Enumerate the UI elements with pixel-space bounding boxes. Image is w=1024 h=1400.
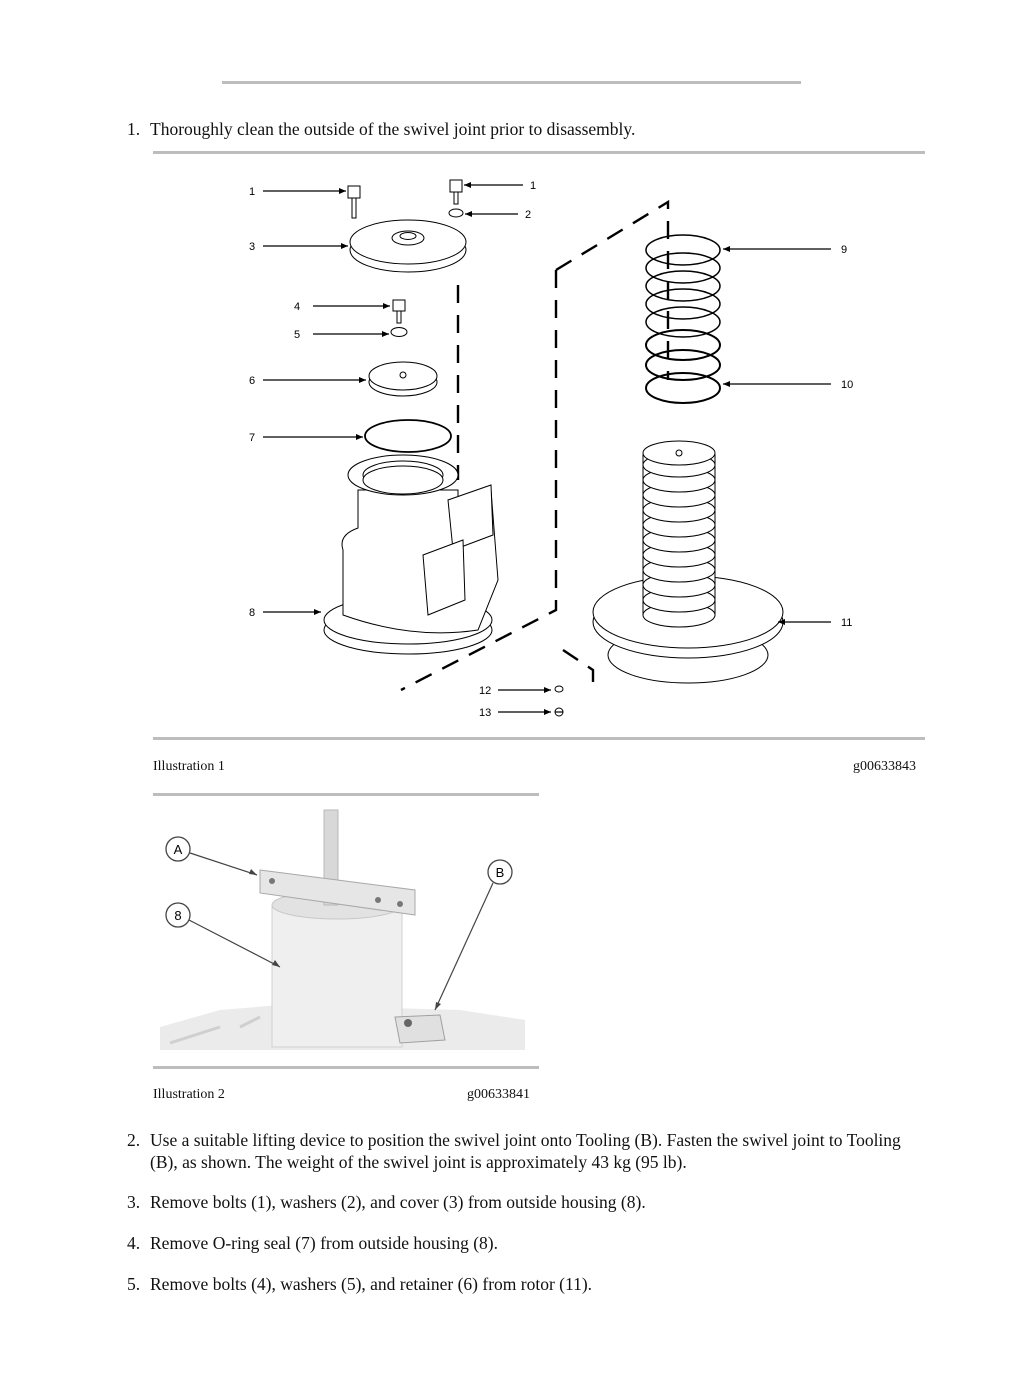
step-text: Remove bolts (4), washers (5), and retai… [150,1274,593,1294]
callout-arrowhead [272,960,280,967]
callout-label: A [174,842,183,857]
bolt-part [392,299,406,324]
tooling-bolt [375,897,381,903]
callout-label: 8 [174,908,181,923]
callout-arrowhead [249,869,257,875]
step-number: 1. [127,119,141,139]
callout-circle [487,859,513,885]
callout-label: 8 [249,607,255,619]
step-number: 3. [127,1192,141,1212]
callout-arrowhead [435,1002,441,1010]
assembly-dash-line [400,270,558,692]
illustration-2-caption: Illustration 2 [153,1087,225,1102]
callout-label: 12 [479,685,491,697]
step-number: 4. [127,1233,141,1253]
illustration-2-id: g00633841 [467,1087,530,1102]
illustration-1-top-rule [153,151,925,154]
tooling-fixture [394,1014,446,1044]
tooling-bolt [269,878,275,884]
bolt-part [449,179,463,205]
callout-label: 4 [294,301,300,313]
plug-part [554,685,564,693]
illustration-1-exploded-view: 1 1 2 3 9 4 5 6 10 7 8 11 12 13 [249,179,853,719]
tooling-bar [259,869,416,916]
callout-label: 7 [249,432,255,444]
callout-label: 3 [249,241,255,253]
fitting-part [554,707,564,717]
tooling-bolt [397,901,403,907]
floor-shadow [169,1025,221,1045]
callout-label: 6 [249,375,255,387]
step-text: Remove O-ring seal (7) from outside hous… [150,1233,498,1253]
callout-leaders [263,182,831,715]
step-text: Remove bolts (1), washers (2), and cover… [150,1192,646,1212]
fixture-bolt [404,1019,412,1027]
callout-circle [165,836,191,862]
callout-circle [165,902,191,928]
o-ring-part [364,419,452,453]
top-divider [222,81,801,84]
callout-label: 10 [841,379,853,391]
cover-part [349,219,467,273]
callout-leader [189,852,258,876]
step-number: 2. [127,1130,141,1150]
callout-label: 1 [249,186,255,198]
washer-part [390,327,408,337]
callout-label: 13 [479,707,491,719]
callout-label: 9 [841,244,847,256]
callout-label: B [496,865,505,880]
bolt-part [347,185,361,219]
step-text: Use a suitable lifting device to positio… [150,1130,901,1172]
washer-part [448,208,464,218]
retainer-part [368,361,438,397]
illustration-1-caption: Illustration 1 [153,759,225,774]
step-number: 5. [127,1274,141,1294]
callout-leader [188,919,281,968]
illustration-2-top-rule [153,793,539,796]
swivel-housing [271,904,403,1048]
illustration-1-bottom-rule [153,737,925,740]
step-text: Thoroughly clean the outside of the swiv… [150,119,636,139]
floor-shadow [239,1015,261,1029]
illustration-1-id: g00633843 [853,759,916,774]
callout-label: 2 [525,209,531,221]
assembly-dash-line [562,649,595,690]
callout-label: 5 [294,329,300,341]
callout-leader [434,882,494,1011]
illustration-2-bottom-rule [153,1066,539,1069]
callout-label: 11 [841,617,852,629]
illustration-2-photo: A B 8 [160,805,525,1050]
rotor-part [592,440,784,684]
housing-part [323,454,499,655]
assembly-dash-line [555,199,670,380]
seal-ring-stack [645,234,721,404]
callout-label: 1 [530,180,536,192]
